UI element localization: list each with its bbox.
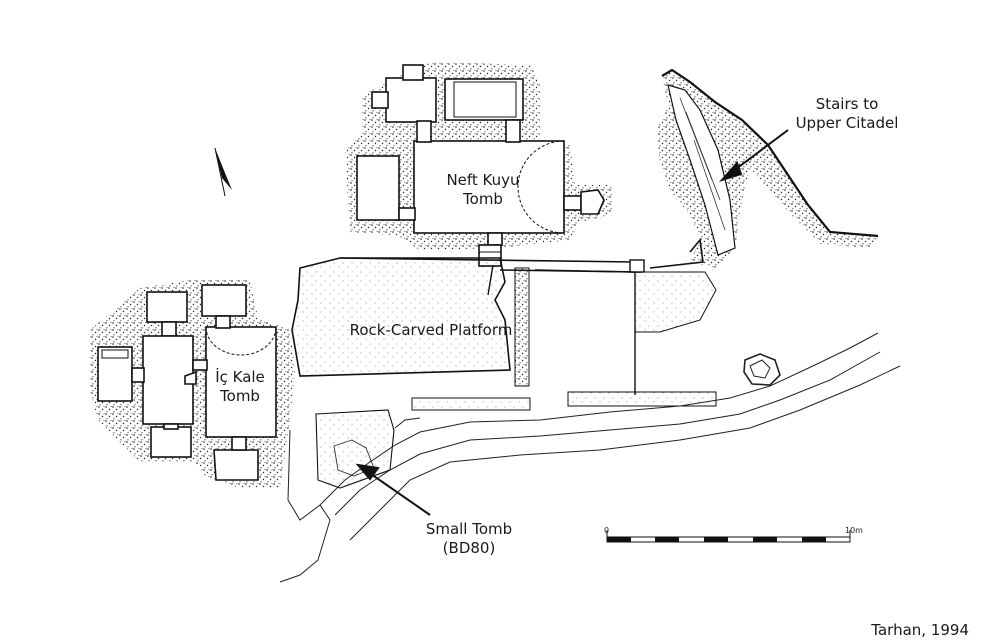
platform-label-text: Rock-Carved Platform: [349, 321, 513, 339]
neft-kuyu-tomb-label: Neft Kuyu Tomb: [428, 171, 538, 209]
ic-kale-tomb-label: İç Kale Tomb: [204, 368, 276, 406]
small-tomb-bd80-plan: [315, 409, 395, 489]
source-credit: Tarhan, 1994: [871, 621, 969, 639]
rock-carved-platform: [291, 257, 717, 395]
neft-kuyu-tomb-plan: [356, 64, 605, 267]
neft-kuyu-label-line1: Neft Kuyu: [446, 171, 520, 189]
contour-lines: [279, 332, 901, 583]
scale-start-label: 0: [604, 526, 610, 535]
scale-end-label: 10m: [845, 526, 863, 535]
citadel-stairs-rock: [649, 68, 879, 269]
small-tomb-label-line1: Small Tomb: [425, 520, 513, 538]
scale-bar: [606, 530, 851, 543]
callout-arrows: [355, 129, 789, 516]
neft-kuyu-label-line2: Tomb: [463, 190, 503, 208]
north-arrow-icon: [214, 147, 232, 197]
small-tomb-label: Small Tomb (BD80): [414, 520, 524, 558]
ic-kale-label-line1: İç Kale: [215, 368, 265, 386]
ic-kale-tomb-plan: [97, 284, 277, 481]
rock-carved-platform-label: Rock-Carved Platform: [336, 321, 526, 340]
rock-ledges: [411, 391, 717, 411]
ic-kale-label-line2: Tomb: [220, 387, 260, 405]
stairs-label: Stairs to Upper Citadel: [787, 95, 907, 133]
small-tomb-label-line2: (BD80): [442, 539, 496, 557]
stairs-label-line1: Stairs to: [815, 95, 879, 113]
stairs-label-line2: Upper Citadel: [795, 114, 899, 132]
